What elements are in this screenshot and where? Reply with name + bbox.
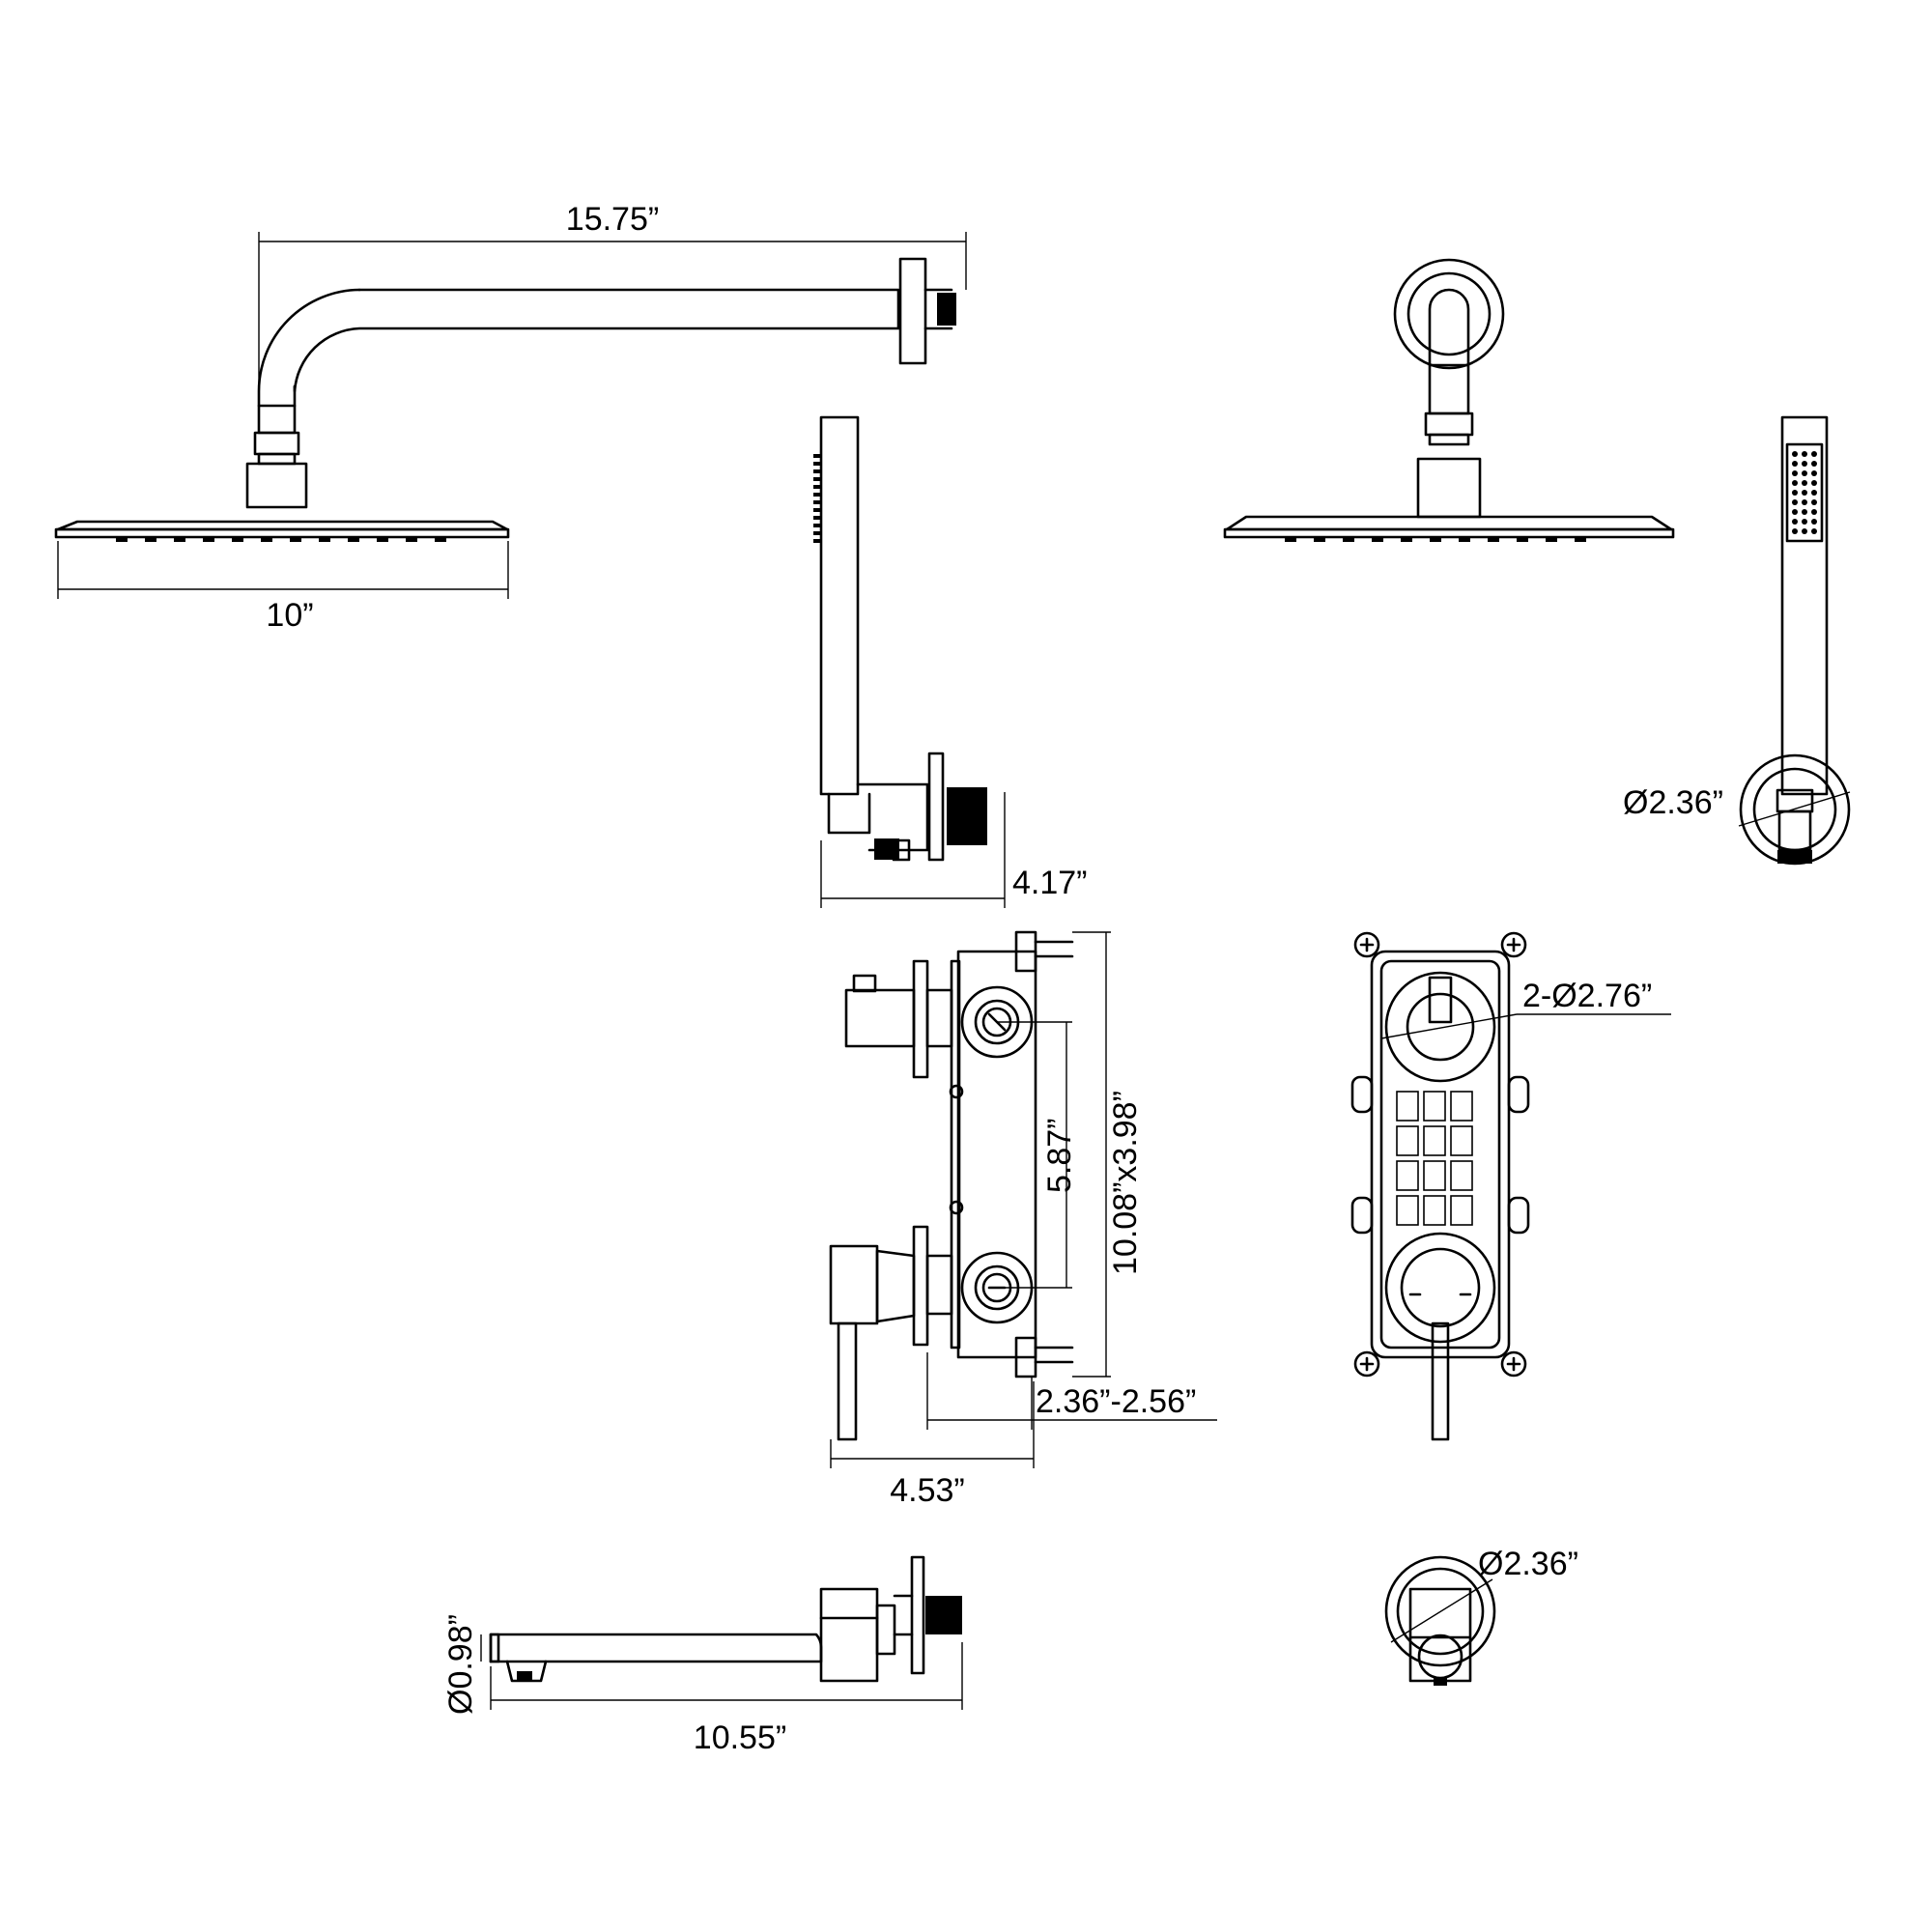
shower-head-arm-front-view bbox=[1223, 258, 1675, 542]
valve-side-view: 5.87” 10.08”x3.98” 2.36”-2.56” 4.53” bbox=[829, 930, 1217, 1509]
holder-projection-label: 4.17” bbox=[1012, 865, 1088, 901]
arm-length-label: 15.75” bbox=[566, 201, 659, 238]
spout-flange-dia-label: Ø2.36” bbox=[1478, 1546, 1578, 1582]
handheld-flange-dia-label: Ø2.36” bbox=[1623, 784, 1723, 821]
valve-box-size-label: 10.08”x3.98” bbox=[1107, 1091, 1144, 1275]
front-head-nozzles bbox=[1285, 537, 1586, 542]
spout-length-label: 10.55” bbox=[694, 1719, 786, 1756]
tub-spout-front-view: Ø2.36” bbox=[1384, 1546, 1578, 1686]
valve-center-distance-label: 5.87” bbox=[1041, 1119, 1078, 1194]
head-diameter-label: 10” bbox=[266, 597, 313, 634]
shower-head-arm-side-view: 15.75” 10” bbox=[54, 201, 967, 634]
handheld-shower-front-view: Ø2.36” bbox=[1623, 415, 1851, 866]
arm-thread bbox=[937, 293, 956, 326]
valve-trim-dia-label: 2-Ø2.76” bbox=[1522, 978, 1652, 1014]
spout-outlet-dia-label: Ø0.98” bbox=[442, 1614, 479, 1715]
tub-spout-side-view: Ø0.98” 10.55” bbox=[442, 1555, 963, 1756]
wall-depth-range-label: 2.36”-2.56” bbox=[1036, 1383, 1196, 1420]
handheld-front-nozzle-grid bbox=[1792, 451, 1817, 534]
valve-total-depth-label: 4.53” bbox=[890, 1472, 965, 1509]
handheld-nozzle-column bbox=[813, 454, 821, 543]
valve-front-view: 2-Ø2.76” bbox=[1350, 931, 1671, 1441]
handheld-shower-side-view: 4.17” bbox=[813, 415, 1088, 908]
valve-box-grid bbox=[1396, 1091, 1473, 1226]
head-nozzles bbox=[116, 537, 446, 542]
